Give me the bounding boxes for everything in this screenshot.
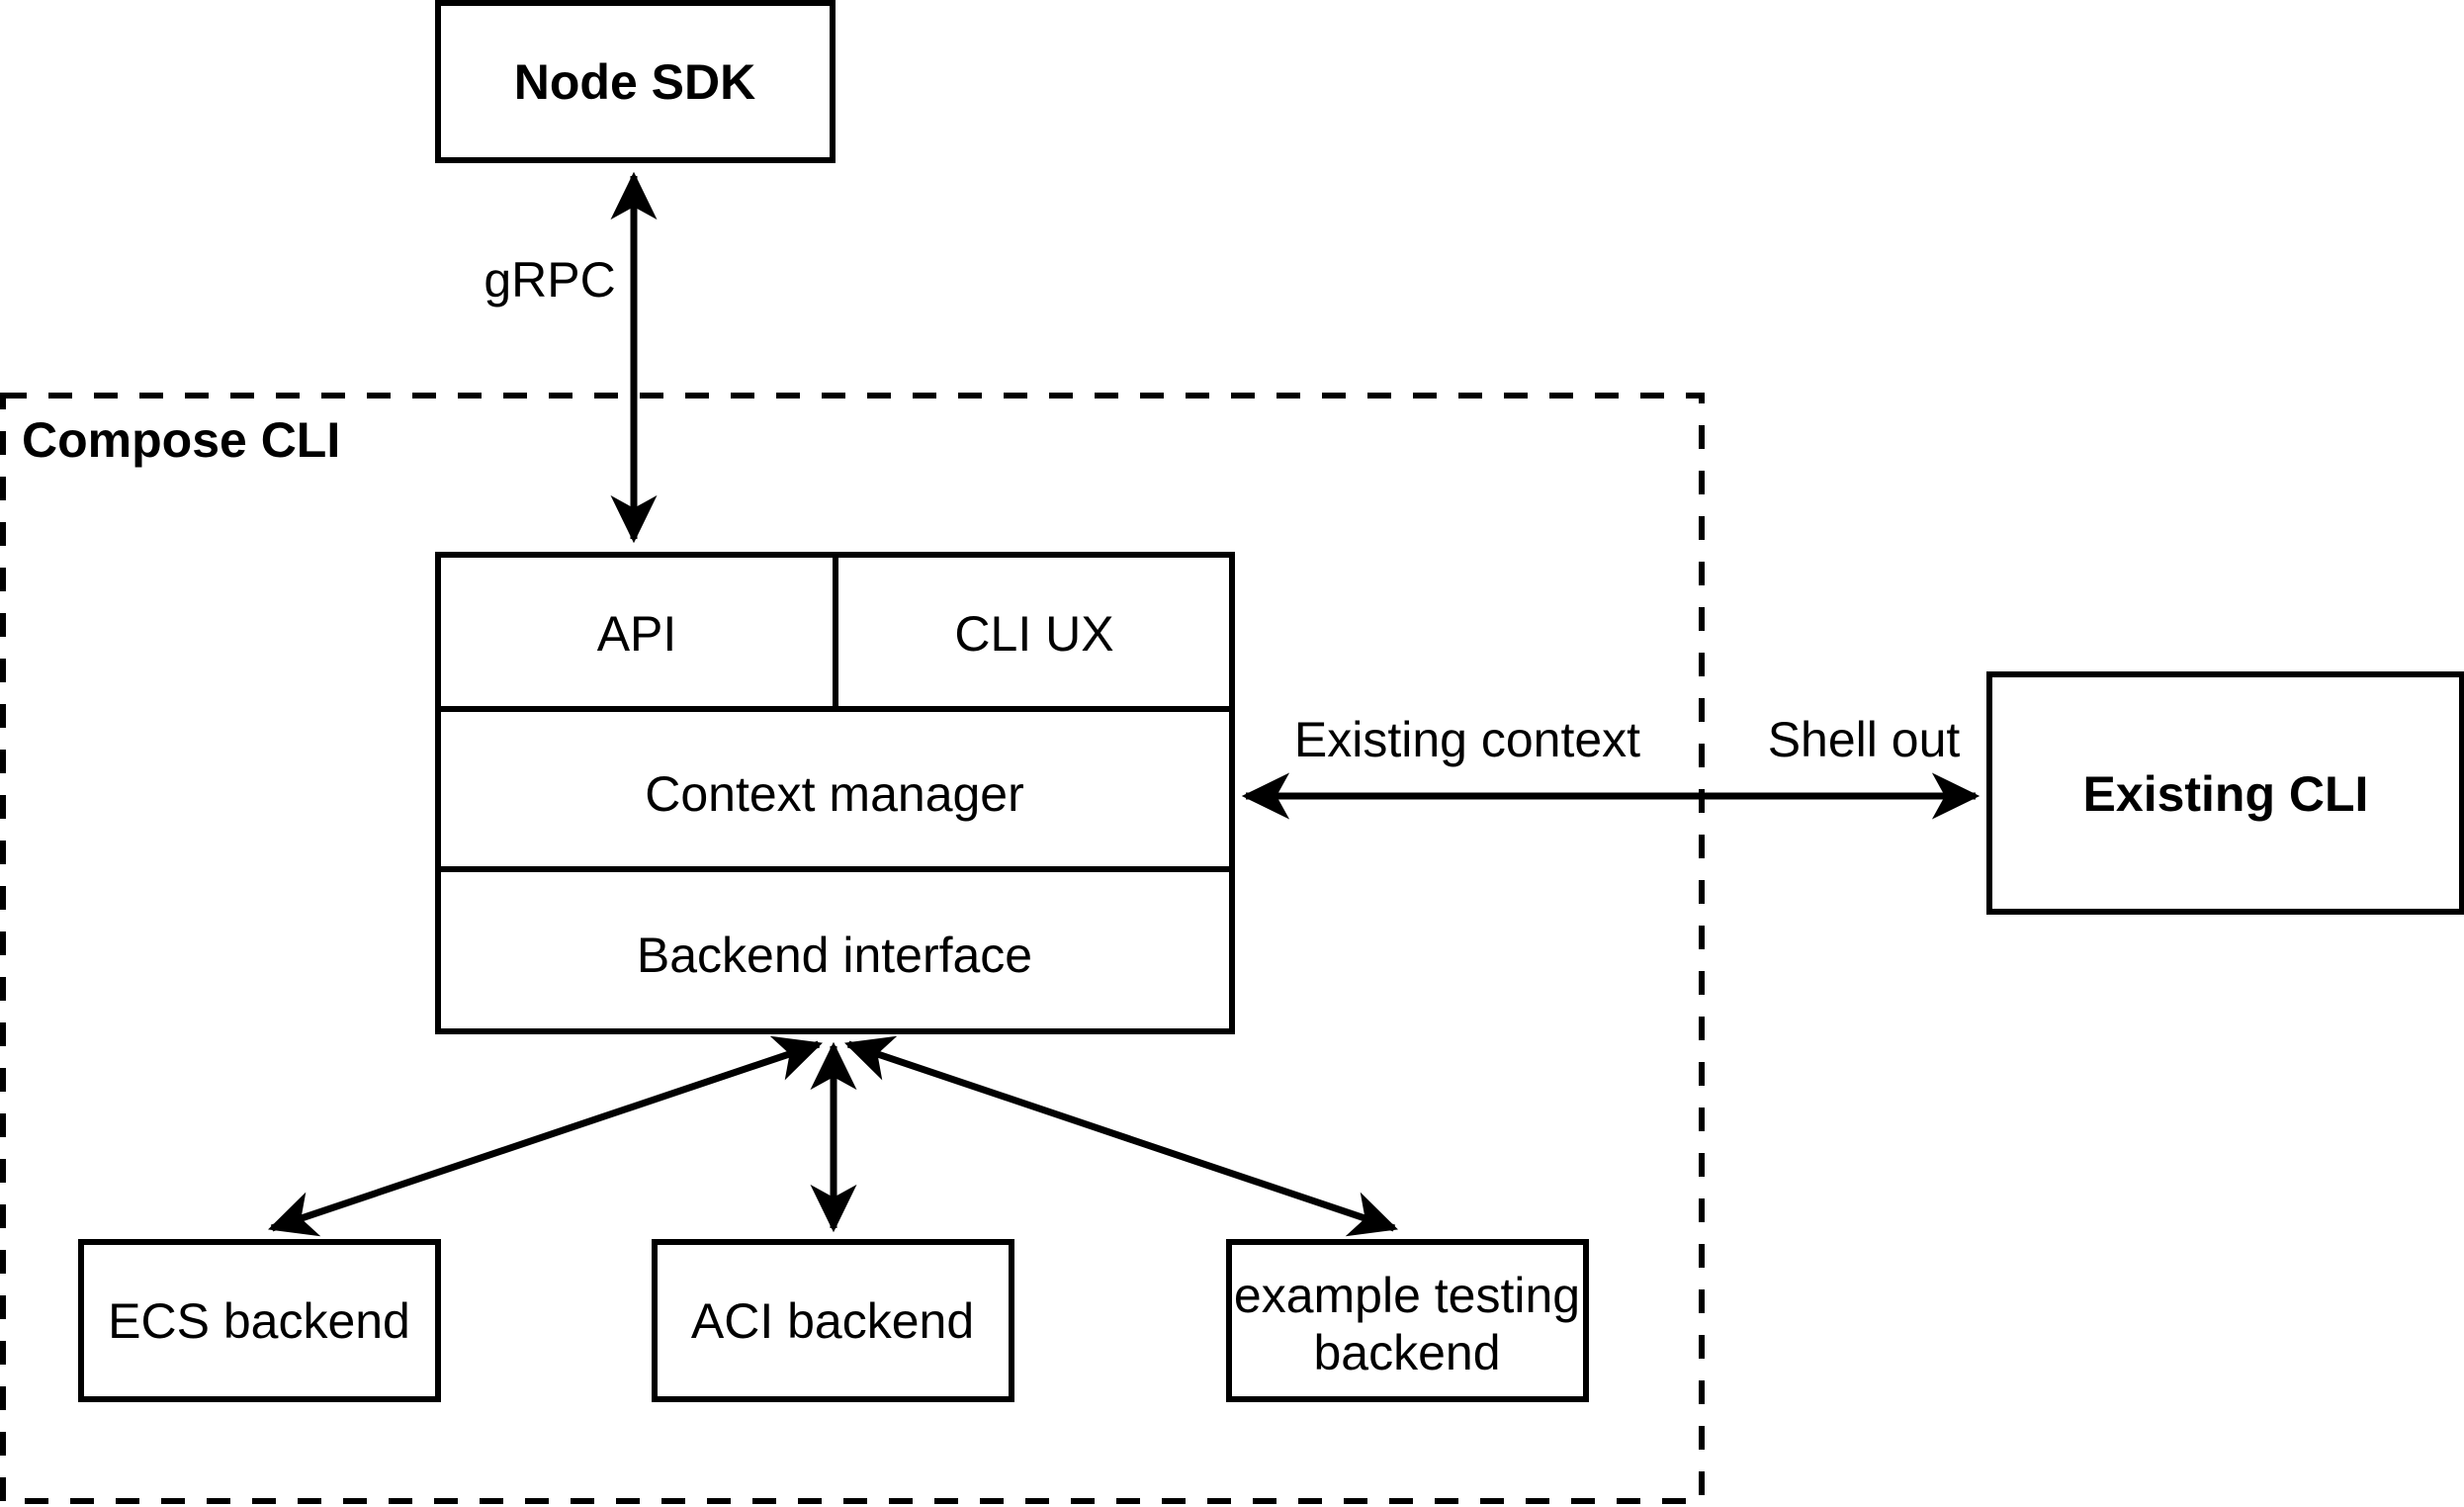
existing-cli-label: Existing CLI	[2083, 766, 2369, 822]
grpc-edge-label: gRPC	[484, 252, 615, 308]
backend-interface-label: Backend interface	[637, 928, 1032, 983]
node-sdk-label: Node SDK	[514, 54, 755, 110]
cli-ux-label: CLI UX	[954, 606, 1113, 662]
example-testing-backend-connector	[844, 1035, 1398, 1237]
context-manager-label: Context manager	[645, 766, 1024, 822]
ecs-backend-label: ECS backend	[108, 1293, 410, 1349]
aci-backend-box[interactable]	[652, 1239, 1014, 1402]
aci-backend-label: ACI backend	[691, 1293, 974, 1349]
example-testing-backend-label-line1: example testing	[1234, 1268, 1580, 1323]
shell-out-edge-label: Shell out	[1768, 712, 1961, 767]
existing-context-edge-label: Existing context	[1294, 712, 1640, 767]
compose-cli-group-label: Compose CLI	[22, 412, 340, 468]
ecs-backend-box[interactable]	[78, 1239, 441, 1402]
example-testing-backend-box[interactable]	[1226, 1239, 1589, 1402]
ecs-backend-connector	[268, 1035, 823, 1237]
example-testing-backend-label-line2: backend	[1313, 1325, 1500, 1380]
node-sdk-box[interactable]	[435, 0, 836, 163]
existing-cli-box[interactable]	[1986, 671, 2464, 915]
api-label: API	[597, 606, 677, 662]
compose-cli-group-boundary	[0, 393, 1705, 1504]
